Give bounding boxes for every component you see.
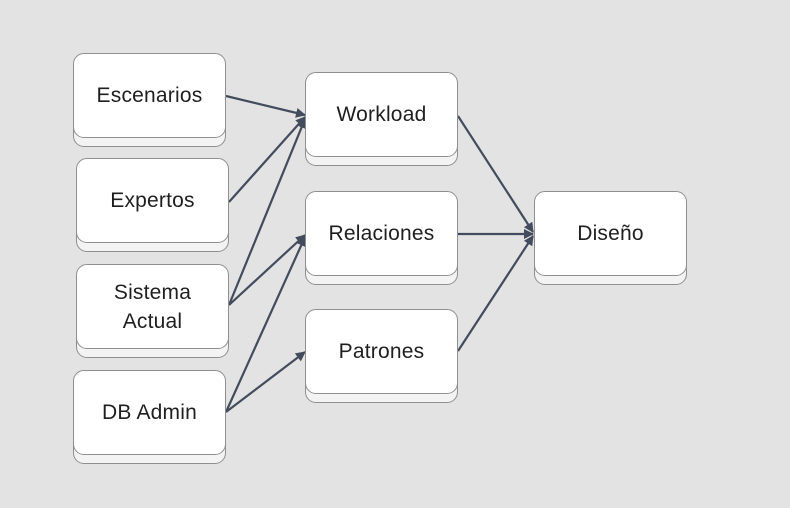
edge-escenarios-to-workload [225,94,306,118]
node-label: DB Admin [102,401,197,424]
node-db-admin: DB Admin [73,370,226,455]
edge-db-admin-to-relaciones [224,236,307,413]
edge-db-admin-to-patrones [225,351,306,413]
node-diseno: Diseño [534,191,687,276]
edge-sistema-actual-to-relaciones [228,234,306,306]
edge-sistema-actual-to-workload [227,118,307,306]
node-workload: Workload [305,72,458,157]
node-expertos: Expertos [76,158,229,243]
node-escenarios: Escenarios [73,53,226,138]
node-label: Expertos [110,189,195,212]
node-label: Sistema Actual [113,280,192,333]
edge-workload-to-diseno [457,115,534,233]
edge-patrones-to-diseno [457,235,534,352]
edge-expertos-to-workload [228,116,306,203]
node-label: Patrones [338,340,425,363]
node-patrones: Patrones [305,309,458,394]
node-relaciones: Relaciones [305,191,458,276]
node-label: Relaciones [328,222,435,245]
node-label: Escenarios [96,84,203,107]
node-label: Workload [336,103,427,126]
node-sistema-actual: Sistema Actual [76,264,229,349]
node-label: Diseño [577,222,644,245]
